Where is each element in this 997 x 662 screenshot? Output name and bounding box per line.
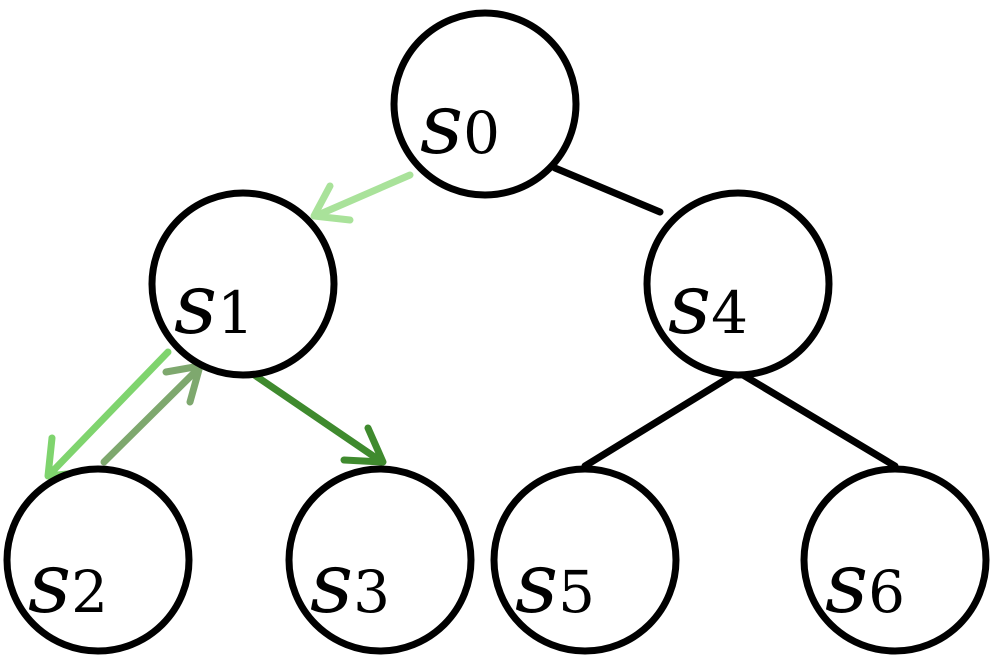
edge-s0-s4 — [551, 164, 664, 216]
node-s4-label: s4 — [668, 255, 748, 353]
node-s2: s2 — [3, 465, 193, 655]
node-s2-label: s2 — [28, 534, 108, 632]
node-s5-label: s5 — [515, 534, 595, 632]
node-s4: s4 — [643, 189, 833, 379]
node-s6: s6 — [800, 465, 990, 655]
node-s3-label: s3 — [310, 534, 390, 632]
node-s0: s0 — [390, 9, 580, 199]
node-s6-label: s6 — [825, 534, 905, 632]
node-s1: s1 — [148, 189, 338, 379]
node-s0-label: s0 — [420, 75, 500, 173]
arrow-s2-to-s1 — [100, 362, 204, 466]
node-s5: s5 — [490, 465, 680, 655]
arrow-s1-to-s3 — [246, 368, 387, 466]
arrow-s0-to-s1 — [310, 171, 414, 224]
edge-s4-s5 — [581, 368, 742, 470]
node-s3: s3 — [285, 465, 475, 655]
node-s1-label: s1 — [174, 255, 254, 353]
edge-s4-s6 — [734, 368, 899, 470]
